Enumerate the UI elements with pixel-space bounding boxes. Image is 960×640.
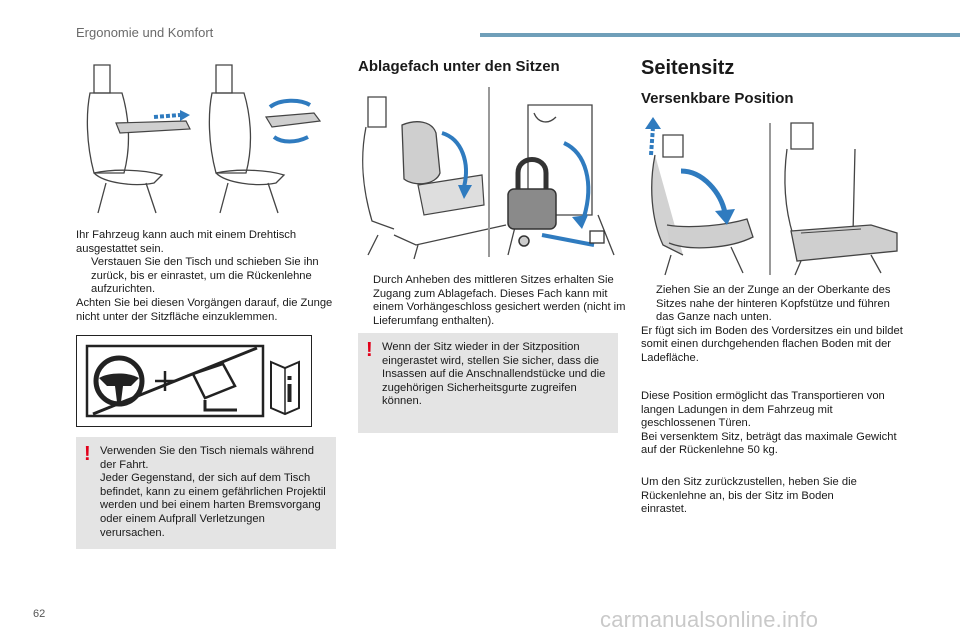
watermark: carmanualsonline.info bbox=[600, 607, 819, 632]
warning-icon: ! bbox=[366, 339, 373, 361]
col3-para3: Um den Sitz zurückzustellen, heben Sie d… bbox=[641, 476, 857, 516]
col1-intro: Ihr Fahrzeug kann auch mit einem Drehtis… bbox=[76, 229, 297, 255]
swivel-table-illustration bbox=[86, 64, 322, 214]
col1-bullet: Verstauen Sie den Tisch und schieben Sie… bbox=[76, 256, 336, 297]
col1-bullet-text: Verstauen Sie den Tisch und schieben Sie… bbox=[91, 256, 319, 296]
col2-bullet: Durch Anheben des mittleren Sitzes erhal… bbox=[358, 274, 633, 328]
no-table-while-driving-sign bbox=[76, 335, 312, 427]
sign-graphic bbox=[85, 344, 300, 418]
col1-note: Achten Sie bei diesen Vorgängen darauf, … bbox=[76, 296, 333, 323]
side-seat-heading: Seitensitz bbox=[641, 57, 735, 79]
info-book-icon bbox=[270, 360, 300, 416]
col3-bullet-text: Ziehen Sie an der Zunge an der Oberkante… bbox=[656, 284, 891, 324]
page-header-title: Ergonomie und Komfort bbox=[76, 25, 214, 40]
col2-bullet-text: Durch Anheben des mittleren Sitzes erhal… bbox=[373, 274, 626, 327]
seat-warning-text: Wenn der Sitz wieder in der Sitzposition… bbox=[382, 341, 606, 408]
folding-seat-illustration bbox=[645, 117, 898, 276]
col3-text-block1: Ziehen Sie an der Zunge an der Oberkante… bbox=[641, 284, 903, 366]
storage-heading: Ablagefach unter den Sitzen bbox=[358, 58, 560, 75]
plus-icon bbox=[155, 371, 175, 391]
col3-para2: Diese Position ermöglicht das Transporti… bbox=[641, 390, 897, 457]
table-warning-text: Verwenden Sie den Tisch niemals während … bbox=[100, 445, 326, 539]
steering-wheel-icon bbox=[93, 355, 145, 407]
col3-bullet: Ziehen Sie an der Zunge an der Oberkante… bbox=[641, 284, 903, 325]
col3-after-bullet: Er fügt sich im Boden des Vordersitzes e… bbox=[641, 324, 903, 364]
warning-icon: ! bbox=[84, 443, 91, 465]
table-warning-box: ! Verwenden Sie den Tisch niemals währen… bbox=[76, 437, 336, 549]
seat-warning-box: ! Wenn der Sitz wieder in der Sitzpositi… bbox=[358, 333, 618, 433]
table-icon bbox=[191, 362, 237, 412]
header-accent-bar bbox=[480, 33, 960, 37]
page-number: 62 bbox=[33, 608, 46, 620]
storage-compartment-illustration bbox=[361, 87, 615, 260]
folding-position-subheading: Versenkbare Position bbox=[641, 90, 794, 107]
col1-text: Ihr Fahrzeug kann auch mit einem Drehtis… bbox=[76, 229, 336, 324]
